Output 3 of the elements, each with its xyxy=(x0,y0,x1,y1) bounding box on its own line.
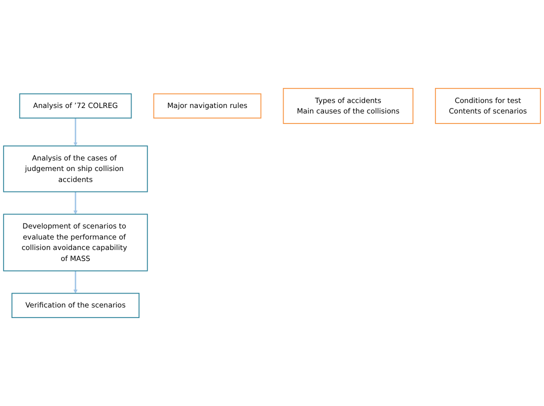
arrow xyxy=(74,192,78,214)
arrow xyxy=(74,270,78,294)
arrow xyxy=(74,118,78,146)
